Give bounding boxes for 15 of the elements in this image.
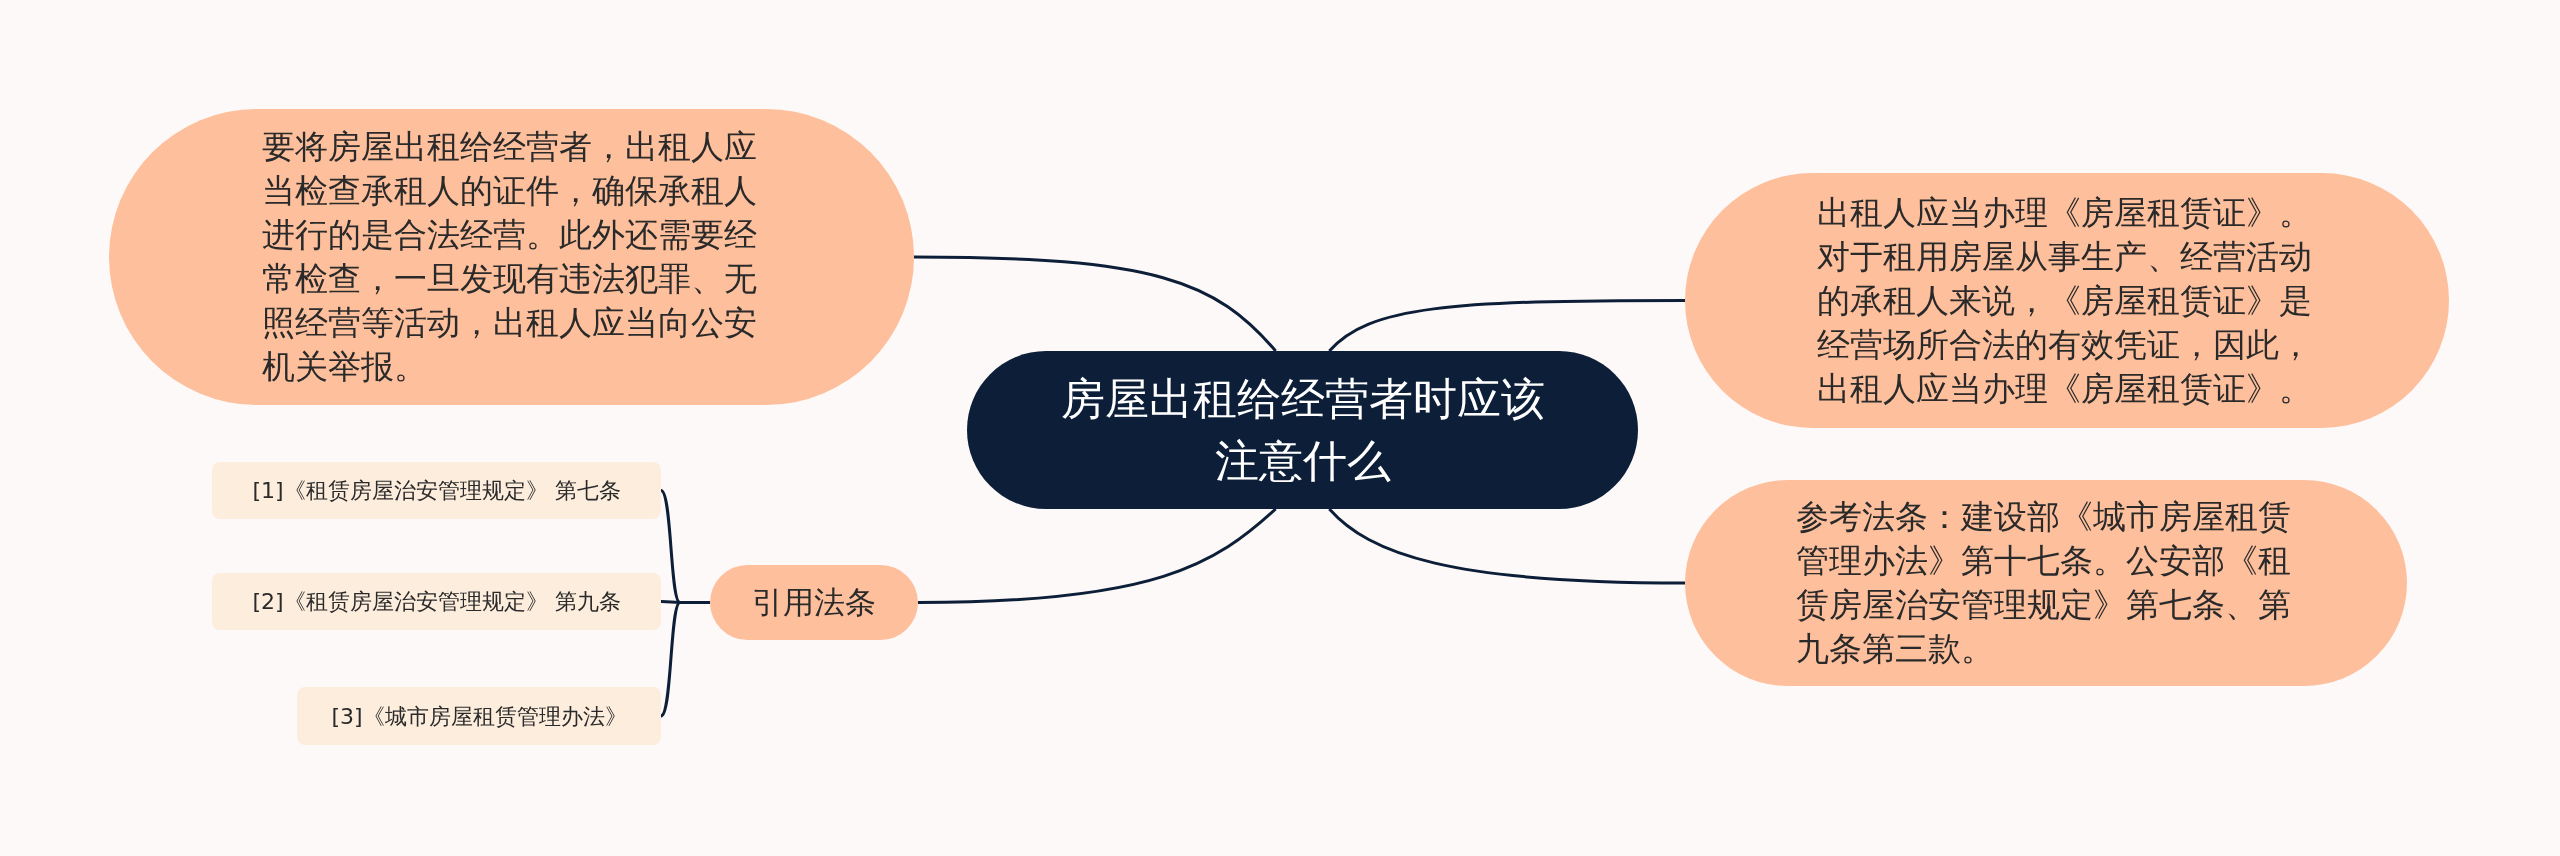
node-text: [2]《租赁房屋治安管理规定》 第九条 xyxy=(252,588,621,616)
subtopic-box xyxy=(212,462,661,519)
node-text: [3]《城市房屋租赁管理办法》 xyxy=(331,702,627,731)
node-text: [1]《租赁房屋治安管理规定》 第七条 xyxy=(252,477,621,505)
node-text: 出租人应当办理《房屋租赁证》。对于租用房屋从事生产、经营活动的承租人来说，《房屋租赁证》是经营场所合法的有效凭证，因此，出租人应当办理《房屋租赁证》。 xyxy=(1817,191,2313,410)
connector-line xyxy=(914,255,1277,352)
subtopic-box xyxy=(212,573,661,630)
node-text: 参考法条：建设部《城市房屋租赁管理办法》第十七条。公安部《租赁房屋治安管理规定》第七条、第九条第三款。 xyxy=(1796,496,2292,670)
node-text: 引用法条 xyxy=(752,583,876,623)
connector-line xyxy=(1328,299,1685,353)
connector-line xyxy=(917,507,1277,604)
subtopic-box xyxy=(297,687,661,745)
node-text: 要将房屋出租给经营者，出租人应当检查承租人的证件，确保承租人进行的是合法经营。此外还需要经常检查，一旦发现有违法犯罪、无照经营等活动，出租人应当向公安机关举报。 xyxy=(261,126,758,388)
connector-line xyxy=(1328,507,1685,585)
node-text: 房屋出租给经营者时应该注意什么 xyxy=(1059,372,1546,488)
